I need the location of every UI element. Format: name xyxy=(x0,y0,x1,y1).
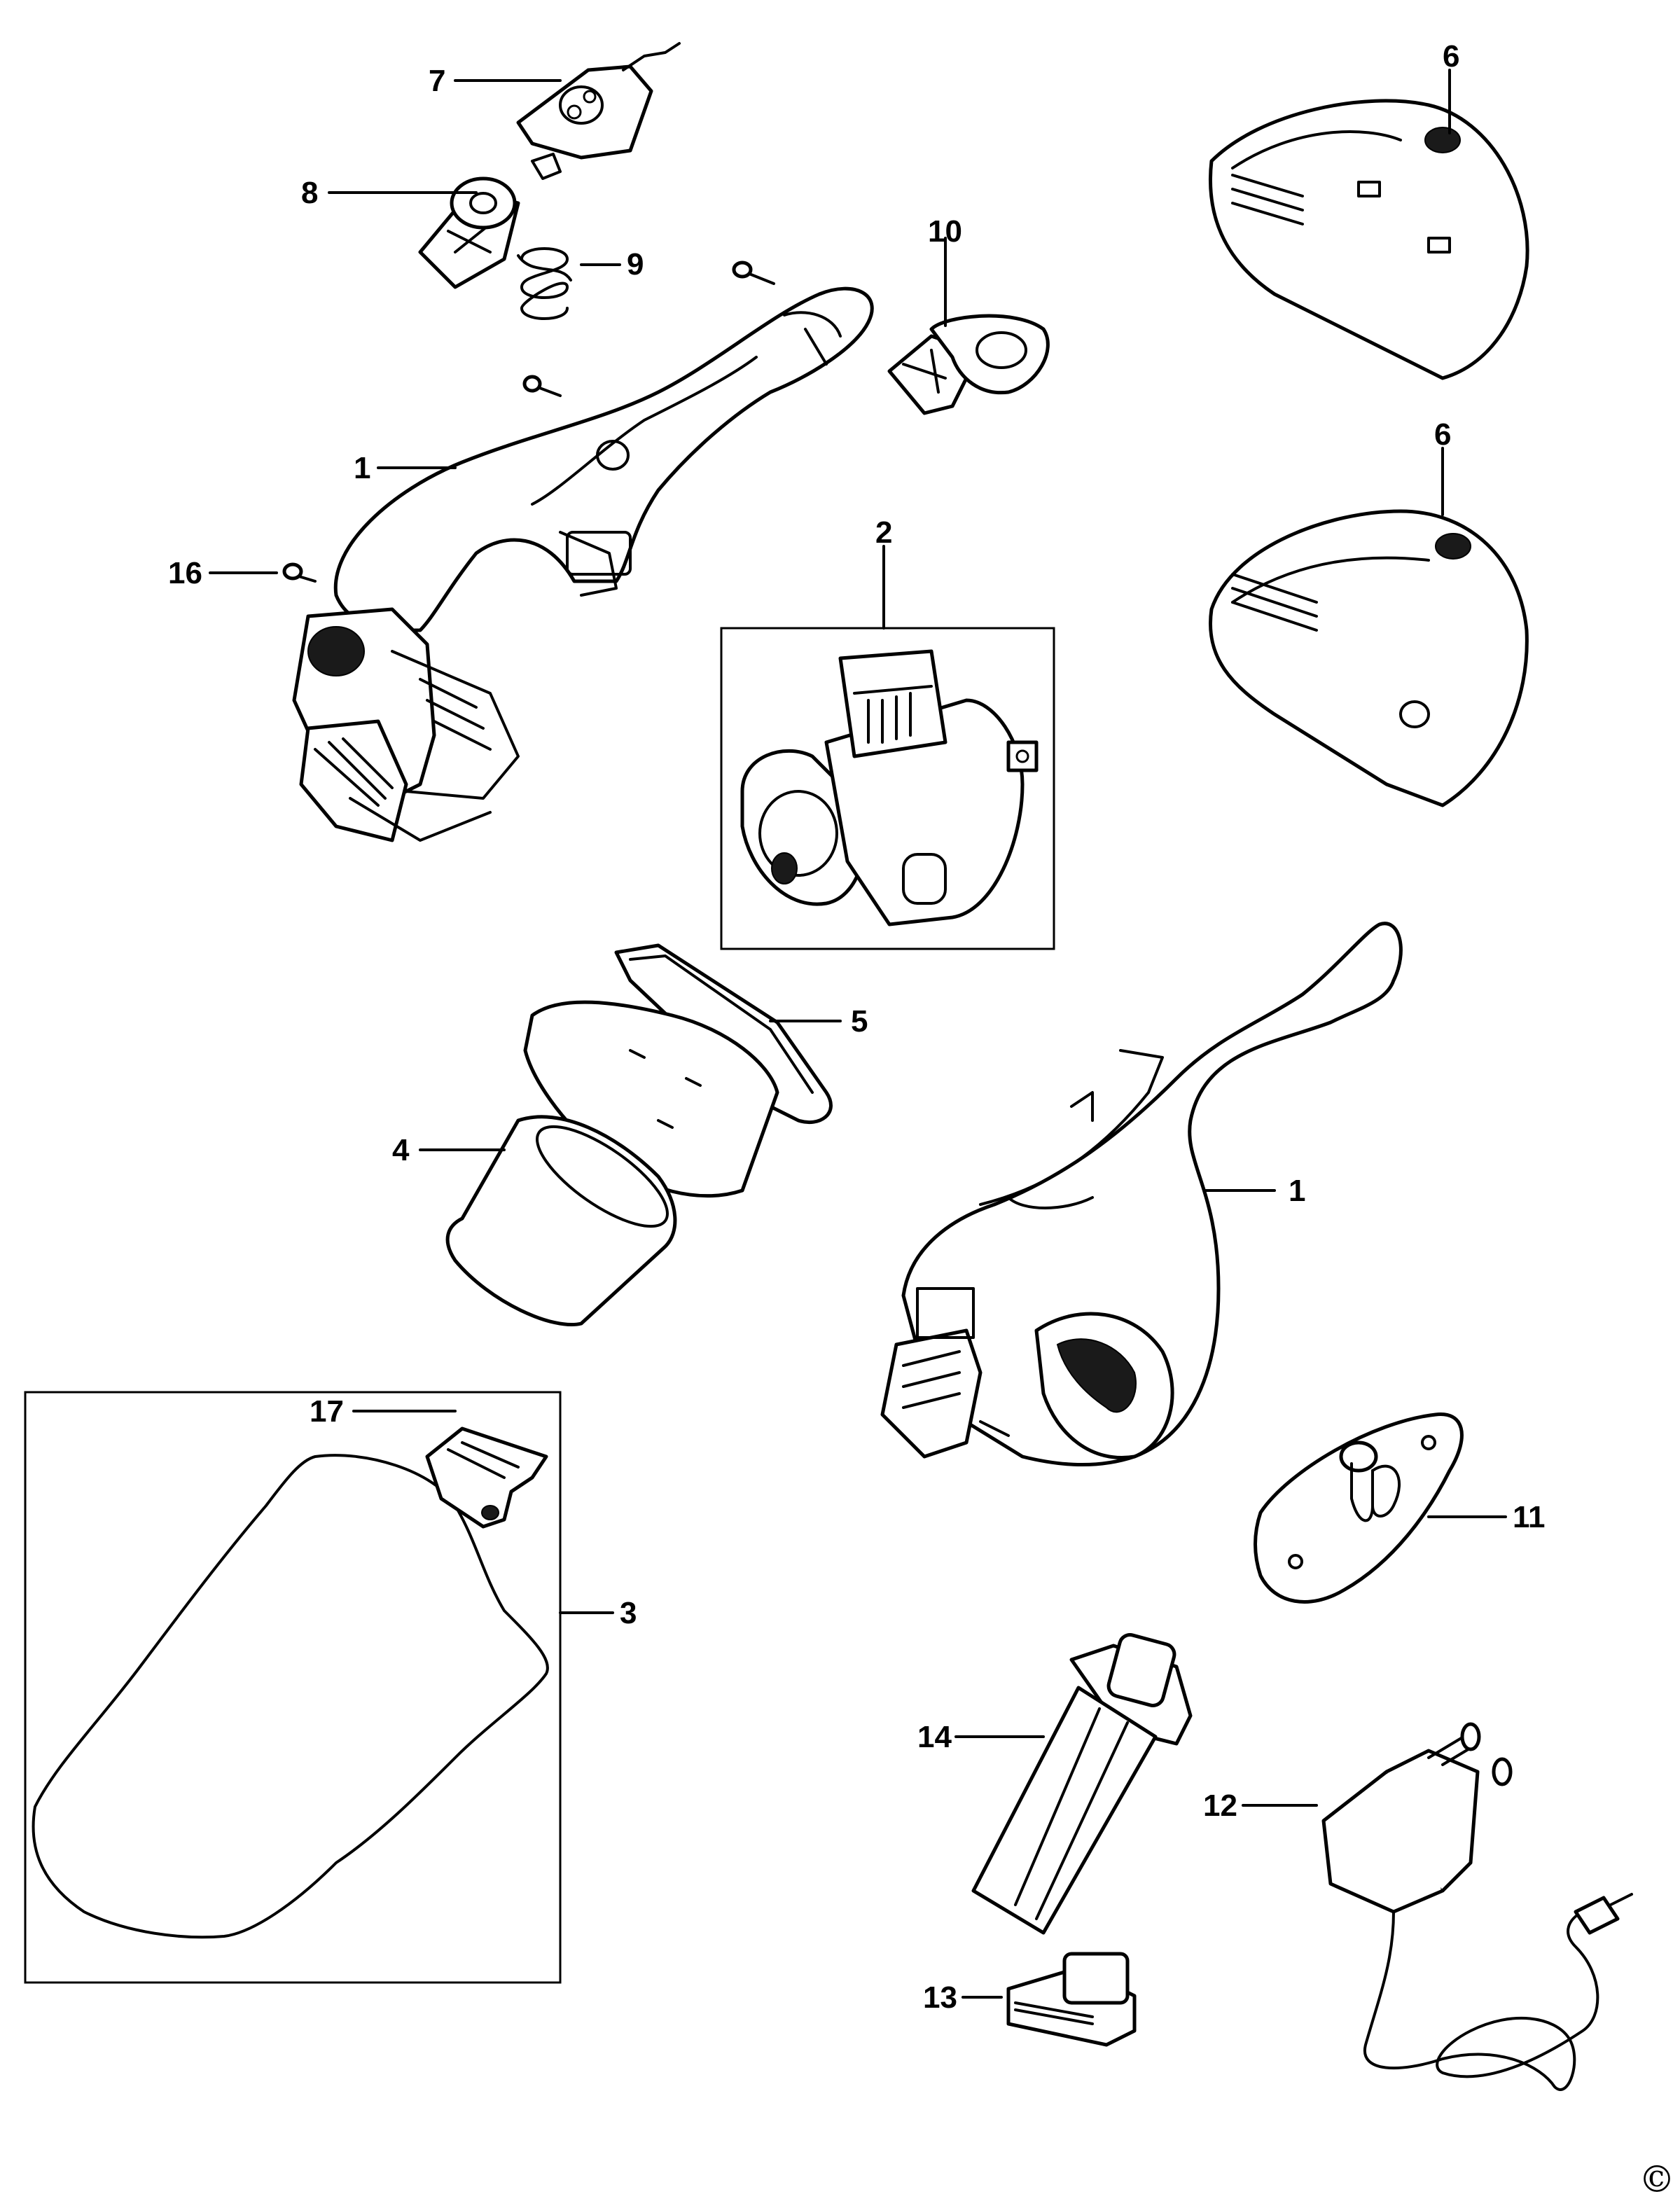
part-16-screw xyxy=(282,562,317,583)
part-11-wall-bracket xyxy=(1254,1412,1464,1604)
label-2: 2 xyxy=(875,515,892,550)
label-9: 9 xyxy=(627,247,644,282)
part-2-motor xyxy=(740,649,1039,926)
part-5-filter-frame xyxy=(523,943,833,1198)
label-1-bottom: 1 xyxy=(1289,1174,1305,1208)
label-16: 16 xyxy=(168,556,202,590)
part-3-filter-bag xyxy=(32,1454,549,1939)
label-10: 10 xyxy=(928,214,962,249)
label-6-top: 6 xyxy=(1443,39,1459,74)
copyright-mark: © xyxy=(1639,2159,1675,2201)
part-9-spring xyxy=(517,247,572,320)
screw-top xyxy=(732,261,775,285)
label-14: 14 xyxy=(917,1720,952,1754)
label-11: 11 xyxy=(1513,1500,1546,1534)
label-12: 12 xyxy=(1203,1789,1237,1823)
part-4-filter-cup xyxy=(445,1115,677,1326)
label-4: 4 xyxy=(392,1133,410,1167)
part-12-charger xyxy=(1321,1722,1633,2091)
label-3: 3 xyxy=(620,1596,637,1630)
screw-mid xyxy=(522,375,562,397)
part-1-vacuum-body xyxy=(880,922,1403,1466)
part-6-cover-bottom xyxy=(1209,509,1529,807)
part-1-housing-half xyxy=(292,286,874,842)
label-8: 8 xyxy=(301,176,318,210)
label-7: 7 xyxy=(429,64,445,98)
part-10-battery-clip xyxy=(887,314,1050,415)
part-8-switch-slider xyxy=(418,176,520,289)
part-6-cover-top xyxy=(1209,99,1529,380)
part-17-bag-clip xyxy=(425,1426,548,1529)
label-1-top: 1 xyxy=(354,451,370,485)
label-6-bottom: 6 xyxy=(1434,417,1451,452)
label-17: 17 xyxy=(310,1394,344,1429)
part-2-frame xyxy=(720,627,1055,950)
label-5: 5 xyxy=(851,1004,868,1039)
part-13-brush-tool xyxy=(1006,1952,1137,2047)
label-13: 13 xyxy=(923,1980,957,2015)
part-14-crevice-tool xyxy=(971,1633,1193,1935)
part-7-switch-cap xyxy=(516,42,681,180)
part-3-frame xyxy=(24,1391,562,1984)
